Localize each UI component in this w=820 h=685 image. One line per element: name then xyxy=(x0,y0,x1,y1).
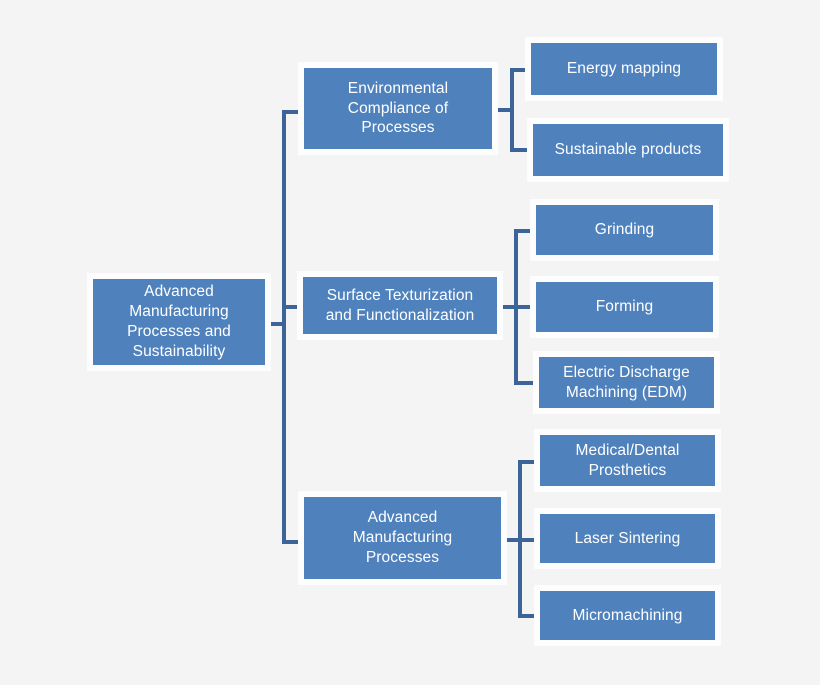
connector-branch-2-child-3 xyxy=(514,381,540,385)
node-leaf-sustainable-products[interactable]: Sustainable products xyxy=(533,124,723,176)
node-leaf-energy-mapping[interactable]: Energy mapping xyxy=(531,43,717,95)
connector-branch-1-child-2 xyxy=(510,148,538,152)
connector-root-to-branch-2 xyxy=(282,305,306,309)
connector-branch-1-child-1 xyxy=(510,68,538,72)
node-leaf-laser-sintering[interactable]: Laser Sintering xyxy=(540,514,715,563)
connector-branch-3-child-2 xyxy=(518,538,542,542)
node-branch-advanced-manufacturing[interactable]: Advanced Manufacturing Processes xyxy=(304,497,501,579)
connector-root-to-branch-3 xyxy=(282,540,306,544)
node-leaf-medical-dental-prosthetics[interactable]: Medical/Dental Prosthetics xyxy=(540,435,715,486)
connector-branch-2-stub xyxy=(496,305,518,309)
connector-root-stub xyxy=(264,322,286,326)
connector-branch-2-child-2 xyxy=(514,305,540,309)
connector-branch-3-child-3 xyxy=(518,614,542,618)
connector-branch-2-child-1 xyxy=(514,229,540,233)
connector-root-to-branch-1 xyxy=(282,110,306,114)
node-leaf-electric-discharge-machining[interactable]: Electric Discharge Machining (EDM) xyxy=(539,357,714,408)
connector-branch-3-child-1 xyxy=(518,460,542,464)
connector-branch-3-stub xyxy=(500,538,522,542)
connector-branch-1-stub xyxy=(492,108,514,112)
node-branch-surface-texturization[interactable]: Surface Texturization and Functionalizat… xyxy=(303,277,497,334)
connector-root-trunk xyxy=(282,112,286,544)
node-branch-environmental-compliance[interactable]: Environmental Compliance of Processes xyxy=(304,68,492,149)
connector-branch-1-spine xyxy=(510,68,514,152)
node-root[interactable]: Advanced Manufacturing Processes and Sus… xyxy=(93,279,265,365)
node-leaf-forming[interactable]: Forming xyxy=(536,282,713,332)
node-leaf-micromachining[interactable]: Micromachining xyxy=(540,591,715,640)
node-leaf-grinding[interactable]: Grinding xyxy=(536,205,713,255)
